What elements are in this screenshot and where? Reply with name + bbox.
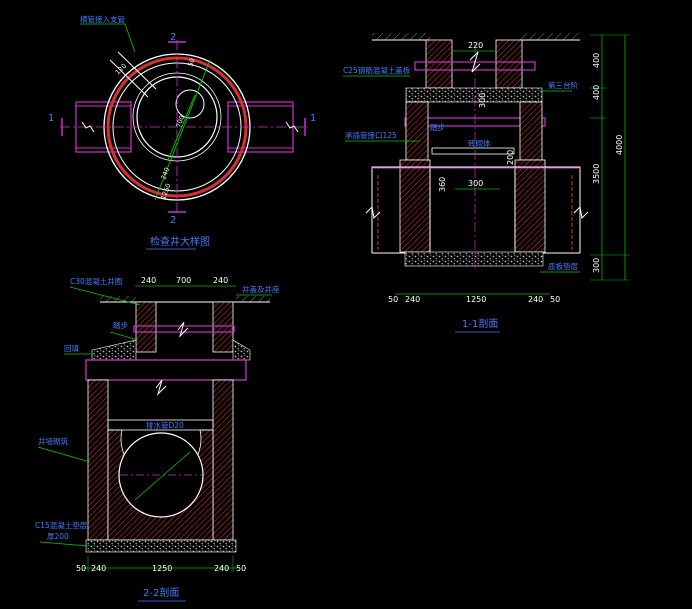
plan-caption: 检查井大样图 (150, 235, 210, 248)
s1-chimney-left (425, 39, 453, 89)
s1-d-400b: 400 (592, 85, 601, 100)
s1-d-4000: 4000 (615, 135, 624, 155)
s2-bot-1250: 1250 (152, 564, 172, 573)
s1-d-300b: 300 (468, 179, 483, 188)
s2-bot-240a: 240 (91, 564, 106, 573)
s1-bot-50a: 50 (388, 295, 398, 304)
s2-label-ground: 井盖及井座 (242, 284, 280, 294)
s1-label-cover: C25钢筋混凝土盖板 (343, 65, 411, 75)
s1-d-200: 200 (506, 150, 515, 165)
s1-top-220: 220 (468, 41, 483, 50)
s1-bot-240a: 240 (405, 295, 420, 304)
plan-cover (175, 89, 205, 119)
s2-base (85, 539, 237, 553)
s1-d-360: 360 (438, 177, 447, 192)
s1-bot-50b: 50 (550, 295, 560, 304)
s1-bot-1250: 1250 (466, 295, 486, 304)
plan-dia-700: 700 (174, 114, 186, 128)
s1-label-bottom: 底板垫层 (548, 261, 578, 271)
s1-d-300: 300 (478, 93, 487, 108)
s2-bot-50b: 50 (236, 564, 246, 573)
plan-note-pipe-in: 横管接入支管 (80, 14, 125, 24)
s2-top-240b: 240 (213, 276, 228, 285)
section-1-1: 220 300 200 360 300 400 400 3500 300 400… (343, 33, 630, 333)
s1-label-step: 踏步 (430, 122, 445, 132)
plan-d-50: 50 (186, 57, 196, 68)
s1-chimney-right (495, 39, 523, 89)
s1-base (404, 251, 544, 267)
plan-pipe-left (75, 101, 132, 153)
s1-d-400: 400 (592, 53, 601, 68)
plan-sec1-right: 1 (310, 113, 316, 124)
s2-wall-left (87, 379, 109, 541)
plan-sec2-top: 2 (170, 32, 176, 43)
plan-view: 1 1 2 2 横管接入支管 700 1250 240 50 120 检查井大样… (48, 14, 316, 250)
plan-dia-1250: 1250 (159, 182, 172, 200)
s2-label-cover: C30混凝土井圈 (70, 276, 122, 286)
s2-label-fill: 回填 (64, 343, 79, 353)
s2-label-wall: 井墙砌筑 (38, 436, 68, 446)
plan-sec1-left: 1 (48, 113, 54, 124)
s2-wall-right (212, 379, 234, 541)
plan-sec2-bot: 2 (170, 215, 176, 226)
s1-d-300c: 300 (592, 258, 601, 273)
plan-d-240: 240 (159, 166, 171, 180)
s1-bot-240b: 240 (528, 295, 543, 304)
s1-caption: 1-1剖面 (462, 317, 498, 330)
s1-d-3500: 3500 (592, 164, 601, 184)
s2-chimney-left (135, 301, 157, 353)
s2-bot-240b: 240 (214, 564, 229, 573)
s2-bot-50a: 50 (76, 564, 86, 573)
s2-chimney-right (212, 301, 234, 353)
s2-caption: 2-2剖面 (143, 586, 179, 599)
s2-top-240a: 240 (141, 276, 156, 285)
s1-label-steps2: 第三台阶 (548, 80, 578, 90)
s2-label-base1: C15混凝土垫层 (35, 520, 88, 530)
s1-label-brick: 砖砌体 (468, 138, 491, 148)
s2-label-base2: 厚200 (47, 532, 69, 541)
s2-label-pipe: 排水管D20 (146, 420, 184, 430)
s1-label-pipe: 承插管接口125 (345, 130, 397, 140)
s2-top-700: 700 (176, 276, 191, 285)
s2-label-step: 踏步 (113, 320, 128, 330)
section-2-2: 240 700 240 50 240 1 (35, 276, 280, 602)
